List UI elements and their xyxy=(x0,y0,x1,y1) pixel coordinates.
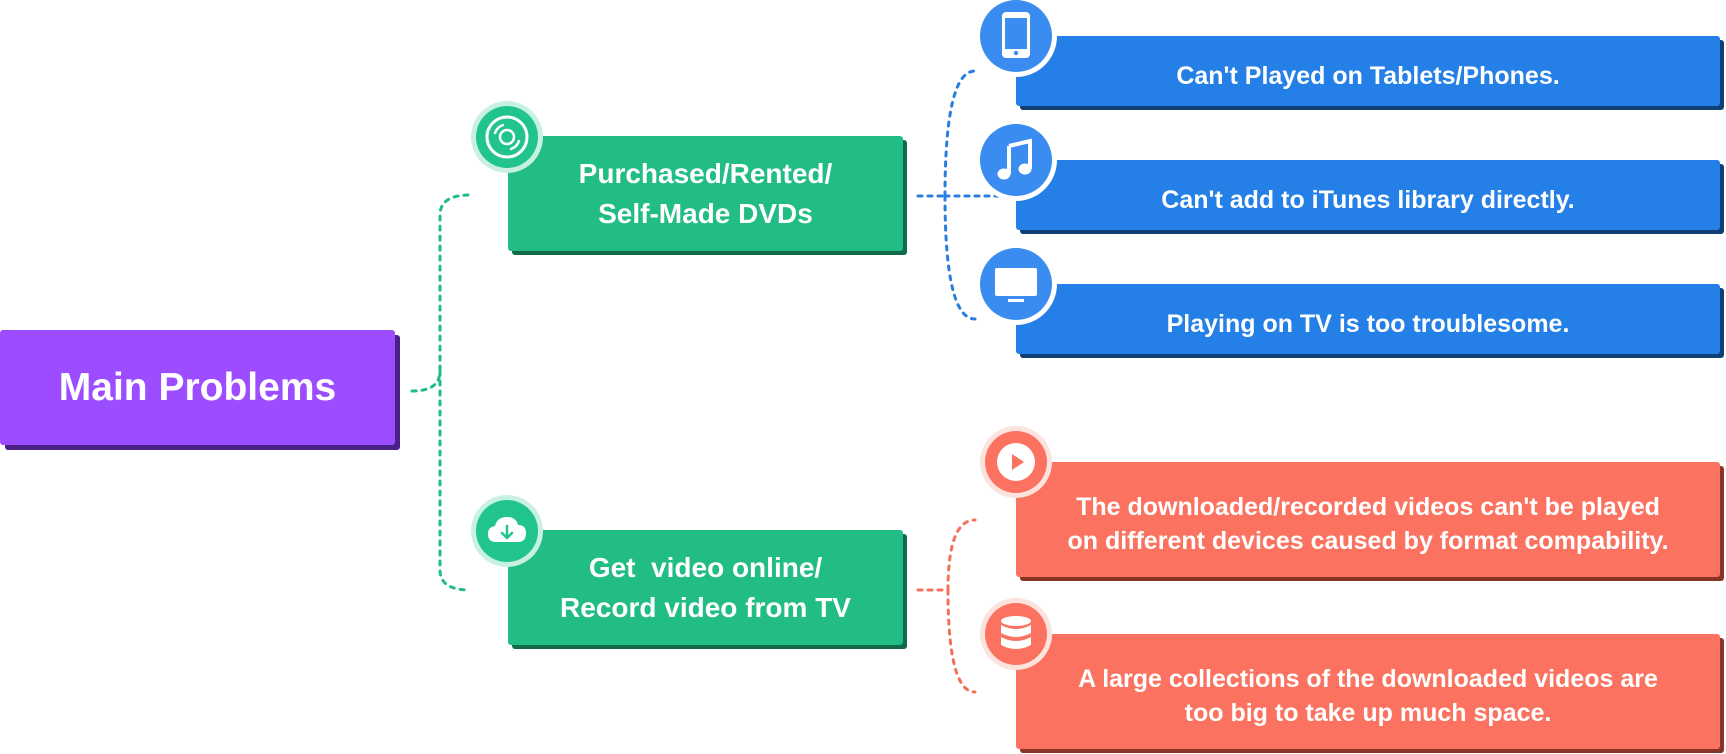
play-icon xyxy=(985,431,1047,493)
leaf-tv-troublesome: Playing on TV is too troublesome. xyxy=(1016,284,1720,354)
branch-node-dvds: Purchased/Rented/ Self-Made DVDs xyxy=(508,136,903,251)
branch-node-dvds-line1: Purchased/Rented/ xyxy=(578,157,833,189)
branch-node-dvds-line2: Self-Made DVDs xyxy=(598,197,813,229)
leaf-itunes-library: Can't add to iTunes library directly. xyxy=(1016,160,1720,230)
leaf-tv-troublesome-label: Playing on TV is too troublesome. xyxy=(1166,310,1570,338)
leaf-storage-space: A large collections of the downloaded vi… xyxy=(1016,634,1720,749)
disc-icon xyxy=(476,106,538,168)
music-note-icon xyxy=(980,124,1052,196)
leaf-format-compatibility: The downloaded/recorded videos can't be … xyxy=(1016,462,1720,577)
branch-node-online-video: Get video online/ Record video from TV xyxy=(508,530,903,645)
branch-node-online-line2: Record video from TV xyxy=(560,591,851,623)
leaf-itunes-library-label: Can't add to iTunes library directly. xyxy=(1161,186,1575,214)
leaf-format-line1: The downloaded/recorded videos can't be … xyxy=(1076,492,1660,521)
tv-icon xyxy=(980,248,1052,320)
cloud-download-icon xyxy=(476,500,538,562)
leaf-format-line2: on different devices caused by format co… xyxy=(1067,526,1669,555)
leaf-storage-line2: too big to take up much space. xyxy=(1184,698,1552,727)
root-node-label: Main Problems xyxy=(58,365,337,409)
leaf-tablets-phones-label: Can't Played on Tablets/Phones. xyxy=(1176,62,1560,90)
root-node-main-problems: Main Problems xyxy=(0,330,395,445)
leaf-storage-line1: A large collections of the downloaded vi… xyxy=(1078,664,1658,693)
connector-root-branches xyxy=(410,193,472,592)
connector-online-issues xyxy=(916,518,977,694)
branch-node-online-line1: Get video online/ xyxy=(588,551,823,583)
database-icon xyxy=(985,603,1047,665)
leaf-tablets-phones: Can't Played on Tablets/Phones. xyxy=(1016,36,1720,106)
phone-icon xyxy=(980,0,1052,72)
connector-dvd-issues xyxy=(916,69,1012,321)
